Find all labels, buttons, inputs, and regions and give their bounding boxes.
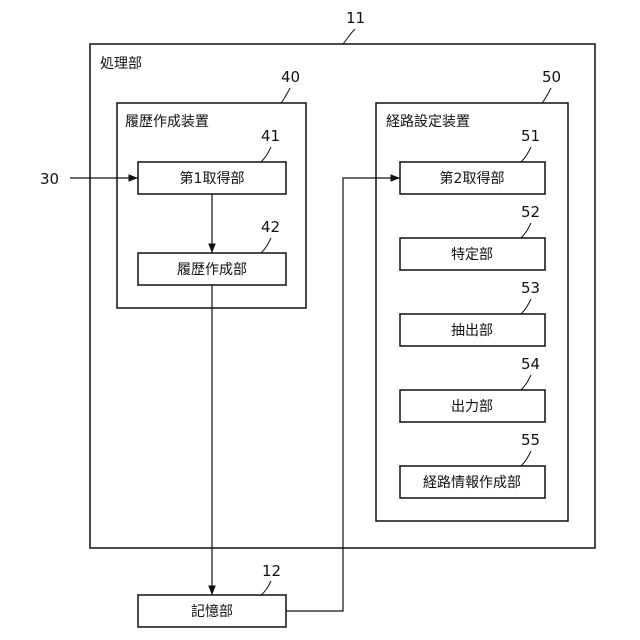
route-info-creation-unit-ref: 55 xyxy=(521,431,540,449)
identification-unit-label: 特定部 xyxy=(451,247,493,263)
first-acquisition-unit-label: 第1取得部 xyxy=(180,170,245,187)
storage-unit-label: 記憶部 xyxy=(191,603,233,620)
route-device-leader xyxy=(542,88,551,103)
history-device-label: 履歴作成装置 xyxy=(125,114,209,130)
route-info-creation-unit-leader xyxy=(521,451,531,466)
processing-unit-label: 処理部 xyxy=(100,56,142,72)
history-creation-unit-ref: 42 xyxy=(261,218,280,236)
history-device-ref: 40 xyxy=(281,68,300,86)
second-acquisition-unit-ref: 51 xyxy=(521,127,540,145)
storage-unit-leader xyxy=(261,581,271,595)
second-acquisition-unit-label: 第2取得部 xyxy=(440,170,505,187)
second-acquisition-unit-leader xyxy=(521,147,531,162)
output-unit-leader xyxy=(521,375,531,390)
extraction-unit-label: 抽出部 xyxy=(451,323,493,339)
output-unit-ref: 54 xyxy=(521,355,540,373)
identification-unit-leader xyxy=(521,223,531,238)
history-creation-unit-label: 履歴作成部 xyxy=(177,262,247,278)
output-unit-label: 出力部 xyxy=(451,399,493,415)
history-device-leader xyxy=(281,88,290,103)
identification-unit-ref: 52 xyxy=(521,203,540,221)
history-creation-unit-leader xyxy=(261,238,271,253)
extraction-unit-ref: 53 xyxy=(521,279,540,297)
first-acquisition-unit-ref: 41 xyxy=(261,127,280,145)
storage-to-second-acquisition-arrow xyxy=(286,178,400,611)
storage-unit-ref: 12 xyxy=(262,562,281,580)
processing-unit-ref: 11 xyxy=(346,9,365,27)
first-acquisition-unit-leader xyxy=(261,147,271,162)
processing-unit-leader xyxy=(343,29,355,44)
route-device-ref: 50 xyxy=(542,68,561,86)
input-ref: 30 xyxy=(40,170,59,188)
route-info-creation-unit-label: 経路情報作成部 xyxy=(423,475,521,491)
extraction-unit-leader xyxy=(521,299,531,314)
route-device-label: 経路設定装置 xyxy=(386,114,470,130)
